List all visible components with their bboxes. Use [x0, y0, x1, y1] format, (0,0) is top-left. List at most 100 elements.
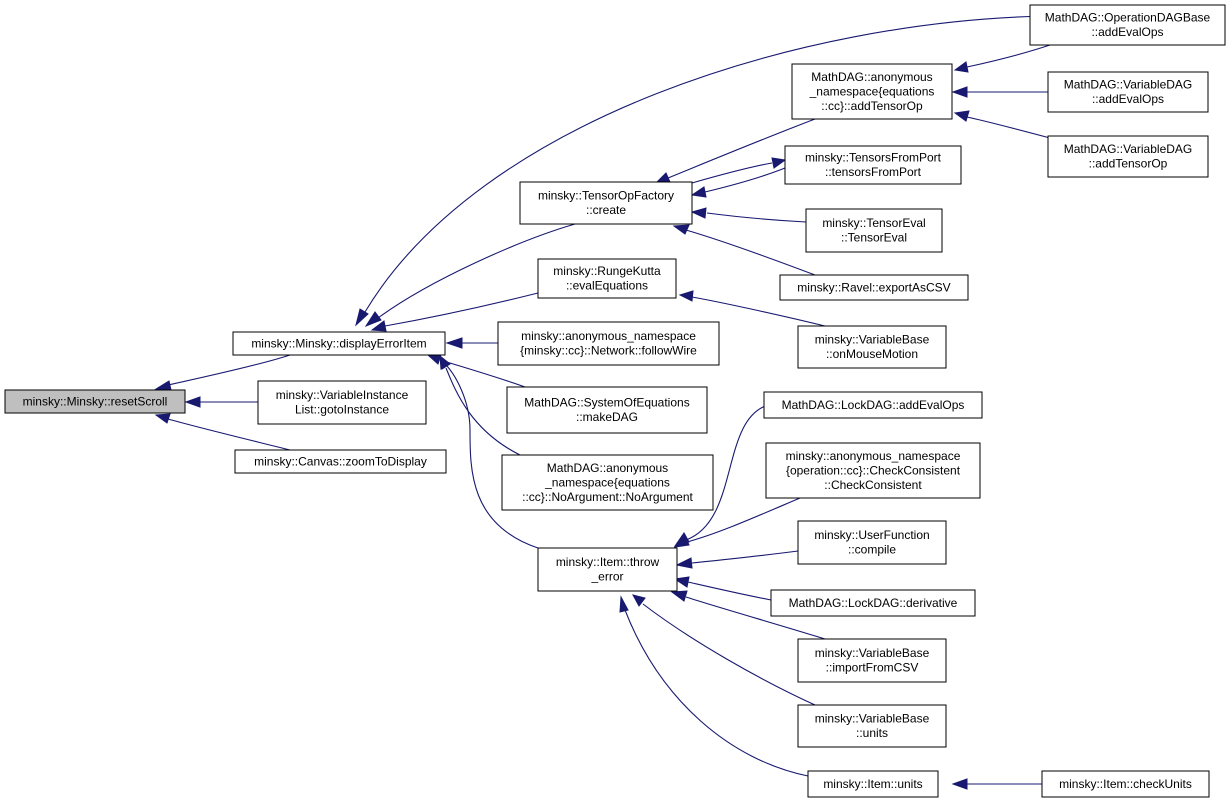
node-label-line: _namespace{equations: [809, 84, 935, 98]
node-varDagAddEvalOps[interactable]: MathDAG::VariableDAG::addEvalOps: [1047, 71, 1209, 113]
node-label-line: ::compile: [848, 543, 896, 557]
node-zoomToDisplay[interactable]: minsky::Canvas::zoomToDisplay: [234, 449, 447, 474]
node-box: [765, 442, 981, 499]
edge-tensorEval-to-tensorOpFactoryCreate: [706, 212, 807, 223]
node-noArgument[interactable]: MathDAG::anonymous_namespace{equations::…: [501, 454, 714, 511]
edge-displayErrorItem-to-resetScroll: [167, 354, 291, 386]
arrowhead-lockDagDerivative-to-throwError: [673, 576, 690, 588]
node-label-line: minsky::VariableInstance: [276, 388, 409, 402]
node-label-line: _error: [590, 570, 623, 584]
node-label-line: ::cc}::NoArgument::NoArgument: [522, 490, 693, 504]
edge-tensorOpFactoryCreate-to-tensorsFromPort: [691, 162, 773, 184]
node-box: [497, 321, 720, 366]
edge-lockDagAddEvalOps-to-throwError: [685, 404, 769, 541]
node-label-line: minsky::TensorEval: [822, 216, 925, 230]
node-box: [537, 547, 678, 592]
node-importFromCSV[interactable]: minsky::VariableBase::importFromCSV: [797, 638, 947, 683]
node-userFunctionCompile[interactable]: minsky::UserFunction::compile: [797, 520, 947, 565]
edge-addTensorOp-to-tensorOpFactoryCreate: [667, 118, 816, 179]
node-label-line: ::addTensorOp: [1089, 157, 1168, 171]
node-followWire[interactable]: minsky::anonymous_namespace{minsky::cc}:…: [497, 321, 720, 366]
node-label-line: minsky::Item::checkUnits: [1059, 777, 1192, 791]
arrowhead-importFromCSV-to-throwError: [670, 590, 688, 602]
node-tensorOpFactoryCreate[interactable]: minsky::TensorOpFactory::create: [519, 181, 693, 225]
node-box: [234, 449, 447, 474]
edge-tensorOpFactoryCreate-to-displayErrorItem: [377, 223, 576, 319]
arrowhead-onMouseMotion-to-evalEquations: [678, 290, 694, 302]
node-label-line: MathDAG::OperationDAGBase: [1045, 11, 1211, 25]
node-itemUnits[interactable]: minsky::Item::units: [807, 770, 939, 798]
node-box: [805, 208, 943, 253]
node-tensorEval[interactable]: minsky::TensorEval::TensorEval: [805, 208, 943, 253]
arrowhead-varDagAddEvalOps-to-addTensorOp: [951, 86, 968, 98]
edge-checkConsistent-to-throwError: [686, 497, 801, 543]
node-label-line: ::importFromCSV: [826, 661, 919, 675]
node-label-line: minsky::anonymous_namespace: [521, 329, 696, 343]
node-tensorsFromPort[interactable]: minsky::TensorsFromPort::tensorsFromPort: [784, 145, 962, 185]
nodes-layer: minsky::Minsky::resetScroll minsky::Minsk…: [4, 4, 1226, 798]
arrowhead-tensorsFromPort-to-tensorOpFactoryCreate: [690, 186, 707, 198]
node-label-line: MathDAG::LockDAG::addEvalOps: [782, 398, 965, 412]
node-label-line: minsky::Minsky::resetScroll: [23, 394, 168, 408]
node-box: [763, 391, 983, 419]
node-displayErrorItem[interactable]: minsky::Minsky::displayErrorItem: [232, 331, 446, 356]
node-box: [506, 386, 708, 434]
node-label-line: List::gotoInstance: [295, 403, 389, 417]
arrowhead-evalEquations-to-displayErrorItem: [370, 320, 387, 332]
edge-importFromCSV-to-throwError: [685, 596, 826, 640]
arrowhead-throwError-to-displayErrorItem: [439, 354, 451, 370]
node-onMouseMotion[interactable]: minsky::VariableBase::onMouseMotion: [797, 325, 947, 369]
node-label-line: ::create: [586, 203, 626, 217]
node-label-line: minsky::Item::units: [823, 777, 922, 791]
node-box: [232, 331, 446, 356]
arrowhead-checkConsistent-to-throwError: [673, 535, 690, 548]
edge-userFunctionCompile-to-throwError: [691, 550, 799, 564]
node-lockDagDerivative[interactable]: MathDAG::LockDAG::derivative: [770, 589, 976, 617]
node-label-line: minsky::TensorOpFactory: [538, 189, 674, 203]
node-box: [797, 638, 947, 683]
node-checkConsistent[interactable]: minsky::anonymous_namespace{operation::c…: [765, 442, 981, 499]
node-checkUnits[interactable]: minsky::Item::checkUnits: [1041, 770, 1210, 798]
node-lockDagAddEvalOps[interactable]: MathDAG::LockDAG::addEvalOps: [763, 391, 983, 419]
node-label-line: minsky::VariableBase: [815, 333, 930, 347]
node-box: [797, 325, 947, 369]
arrowhead-displayErrorItem-to-resetScroll: [154, 380, 172, 391]
node-box: [1029, 4, 1226, 46]
node-addTensorOp[interactable]: MathDAG::anonymous_namespace{equations::…: [791, 63, 953, 120]
edge-itemUnits-to-throwError: [624, 609, 809, 777]
node-variableBaseUnits[interactable]: minsky::VariableBase::units: [797, 704, 947, 748]
edge-tensorsFromPort-to-tensorOpFactoryCreate: [704, 167, 786, 193]
node-box: [257, 380, 427, 425]
node-label-line: MathDAG::LockDAG::derivative: [789, 596, 958, 610]
edge-lockDagDerivative-to-throwError: [687, 581, 772, 601]
node-exportAsCSV[interactable]: minsky::Ravel::exportAsCSV: [779, 274, 969, 301]
node-box: [501, 454, 714, 511]
node-label-line: MathDAG::VariableDAG: [1064, 142, 1193, 156]
arrowhead-tensorOpFactoryCreate-to-displayErrorItem: [364, 311, 382, 328]
node-opDagAddEvalOps[interactable]: MathDAG::OperationDAGBase::addEvalOps: [1029, 4, 1226, 46]
node-label-line: minsky::TensorsFromPort: [805, 151, 942, 165]
node-box: [784, 145, 962, 185]
node-label-line: ::CheckConsistent: [824, 478, 922, 492]
node-label-line: minsky::Minsky::displayErrorItem: [251, 336, 426, 350]
node-box: [537, 258, 677, 299]
edge-opDagAddEvalOps-to-displayErrorItem: [364, 15, 1051, 313]
node-label-line: {operation::cc}::CheckConsistent: [786, 463, 961, 477]
node-throwError[interactable]: minsky::Item::throw_error: [537, 547, 678, 592]
edge-varDagAddTensorOp-to-addTensorOp: [966, 116, 1051, 139]
arrowhead-tensorOpFactoryCreate-to-tensorsFromPort: [771, 157, 787, 169]
node-label-line: ::tensorsFromPort: [825, 165, 922, 179]
node-label-line: MathDAG::anonymous: [811, 70, 932, 84]
node-varDagAddTensorOp[interactable]: MathDAG::VariableDAG::addTensorOp: [1047, 135, 1209, 178]
node-gotoInstance[interactable]: minsky::VariableInstanceList::gotoInstan…: [257, 380, 427, 425]
node-box: [1047, 71, 1209, 113]
arrowhead-itemUnits-to-throwError: [619, 595, 629, 613]
node-box: [1047, 135, 1209, 178]
node-resetScroll[interactable]: minsky::Minsky::resetScroll: [4, 389, 186, 414]
node-label-line: minsky::Canvas::zoomToDisplay: [254, 454, 427, 468]
node-evalEquations[interactable]: minsky::RungeKutta::evalEquations: [537, 258, 677, 299]
edge-evalEquations-to-displayErrorItem: [384, 292, 539, 327]
edge-zoomToDisplay-to-resetScroll: [167, 418, 291, 451]
node-label-line: minsky::Item::throw: [556, 555, 660, 569]
node-makeDAG[interactable]: MathDAG::SystemOfEquations::makeDAG: [506, 386, 708, 434]
